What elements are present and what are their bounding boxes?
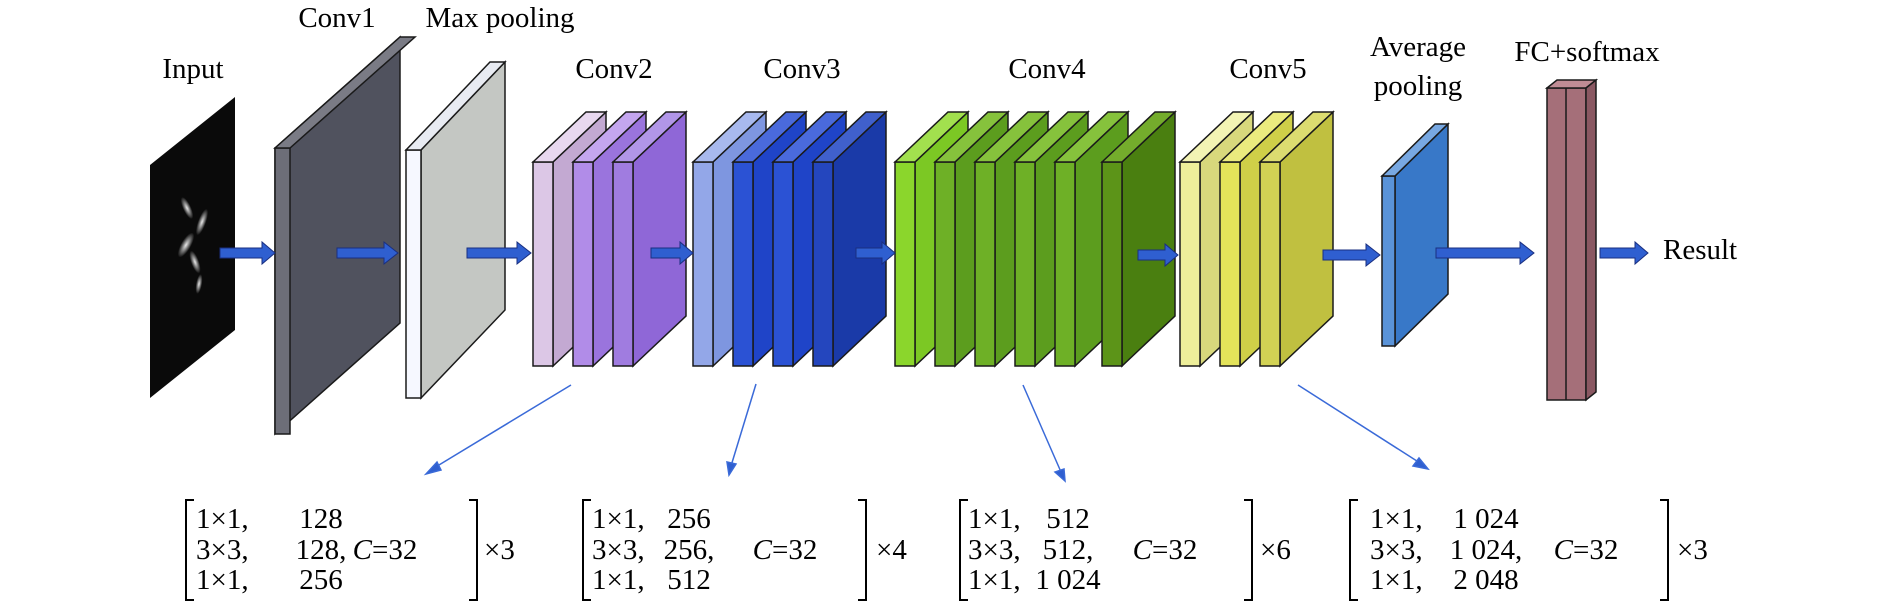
kernel-size: 3×3, xyxy=(196,534,249,566)
kernel-size: 3×3, xyxy=(592,534,645,566)
flow-arrows xyxy=(219,240,1649,268)
channel-count: 1 024 xyxy=(1035,564,1101,596)
channel-count: 256 xyxy=(667,503,711,535)
left-bracket xyxy=(185,499,194,601)
right-bracket xyxy=(1660,499,1669,601)
kernel-size: 1×1, xyxy=(592,564,645,596)
conv5-layer xyxy=(1178,110,1335,368)
channel-count: 512 xyxy=(667,564,711,596)
repeat-count: ×6 xyxy=(1260,534,1291,566)
pointer-lines xyxy=(423,383,1430,483)
cardinality: C=32 xyxy=(353,534,418,566)
label-average-pooling-line1: Average xyxy=(1370,31,1466,63)
arrow-icon xyxy=(855,240,896,266)
left-bracket xyxy=(959,499,968,601)
max-pooling-layer xyxy=(404,60,507,400)
arrow-icon xyxy=(1137,242,1179,268)
kernel-size: 1×1, xyxy=(968,503,1021,535)
conv2-layer xyxy=(531,110,688,368)
label-conv4: Conv4 xyxy=(1008,53,1086,85)
label-result: Result xyxy=(1663,234,1737,266)
channel-count: 512 xyxy=(1046,503,1090,535)
label-fc-softmax: FC+softmax xyxy=(1514,36,1660,68)
label-conv1: Conv1 xyxy=(298,2,375,34)
conv3-layer xyxy=(691,110,888,368)
arrowhead-icon xyxy=(423,460,443,476)
conv4-layer xyxy=(893,110,1177,368)
kernel-size: 3×3, xyxy=(968,534,1021,566)
label-max-pooling: Max pooling xyxy=(425,2,574,34)
left-bracket xyxy=(1349,499,1358,601)
channel-count: 128, xyxy=(296,534,347,566)
label-input: Input xyxy=(162,53,223,85)
arrowhead-icon xyxy=(1411,456,1430,471)
matrix-conv5: 1×1, 1 024 3×3, 1 024, 1×1, 2 048 C=32 ×3 xyxy=(1349,499,1708,601)
input-image xyxy=(150,97,235,398)
arrow-icon xyxy=(1322,242,1381,268)
kernel-size: 1×1, xyxy=(196,564,249,596)
repeat-count: ×3 xyxy=(484,534,515,566)
repeat-count: ×4 xyxy=(876,534,907,566)
arrow-icon xyxy=(219,240,276,266)
label-conv2: Conv2 xyxy=(575,53,652,85)
arrowhead-icon xyxy=(726,461,738,478)
left-bracket xyxy=(582,499,591,601)
channel-count: 2 048 xyxy=(1453,564,1518,596)
channel-count: 1 024 xyxy=(1453,503,1519,535)
label-conv3: Conv3 xyxy=(763,53,840,85)
arrow-icon xyxy=(650,240,694,266)
right-bracket xyxy=(1244,499,1253,601)
channel-count: 256, xyxy=(664,534,715,566)
kernel-size: 1×1, xyxy=(1370,503,1423,535)
repeat-count: ×3 xyxy=(1677,534,1708,566)
matrix-blocks: 1×1,1283×3,128,1×1,256C=32×31×1,2563×3,2… xyxy=(185,499,1708,601)
layer-labels: Input Conv1 Max pooling Conv2 Conv3 Conv… xyxy=(162,2,1737,266)
matrix-conv3: 1×1, 256 3×3, 256, 1×1, 512 C=32 ×4 xyxy=(582,499,907,601)
kernel-size: 3×3, xyxy=(1370,534,1423,566)
kernel-size: 1×1, xyxy=(592,503,645,535)
arrow-icon xyxy=(1599,240,1649,266)
right-bracket xyxy=(858,499,867,601)
cardinality: C=32 xyxy=(1554,534,1619,566)
channel-count: 1 024, xyxy=(1450,534,1523,566)
arrow-icon xyxy=(466,240,532,266)
matrix-conv4: 1×1, 512 3×3, 512, 1×1, 1 024 C=32 ×6 xyxy=(959,499,1291,601)
label-average-pooling-line2: pooling xyxy=(1374,70,1463,102)
cardinality: C=32 xyxy=(753,534,818,566)
matrix-conv2: 1×1, 128 3×3, 128, 1×1, 256 C=32 ×3 xyxy=(185,499,515,601)
average-pooling-layer xyxy=(1380,122,1450,348)
right-bracket xyxy=(469,499,478,601)
channel-count: 128 xyxy=(299,503,343,535)
kernel-size: 1×1, xyxy=(968,564,1021,596)
conv1-layer xyxy=(273,35,417,436)
channel-count: 512, xyxy=(1043,534,1094,566)
fc-softmax-layer xyxy=(1544,78,1599,402)
arrowhead-icon xyxy=(1053,467,1066,483)
kernel-size: 1×1, xyxy=(196,503,249,535)
arrow-icon xyxy=(336,240,399,266)
label-conv5: Conv5 xyxy=(1229,53,1306,85)
cardinality: C=32 xyxy=(1133,534,1198,566)
channel-count: 256 xyxy=(299,564,343,596)
kernel-size: 1×1, xyxy=(1370,564,1423,596)
arrow-icon xyxy=(1435,240,1535,266)
